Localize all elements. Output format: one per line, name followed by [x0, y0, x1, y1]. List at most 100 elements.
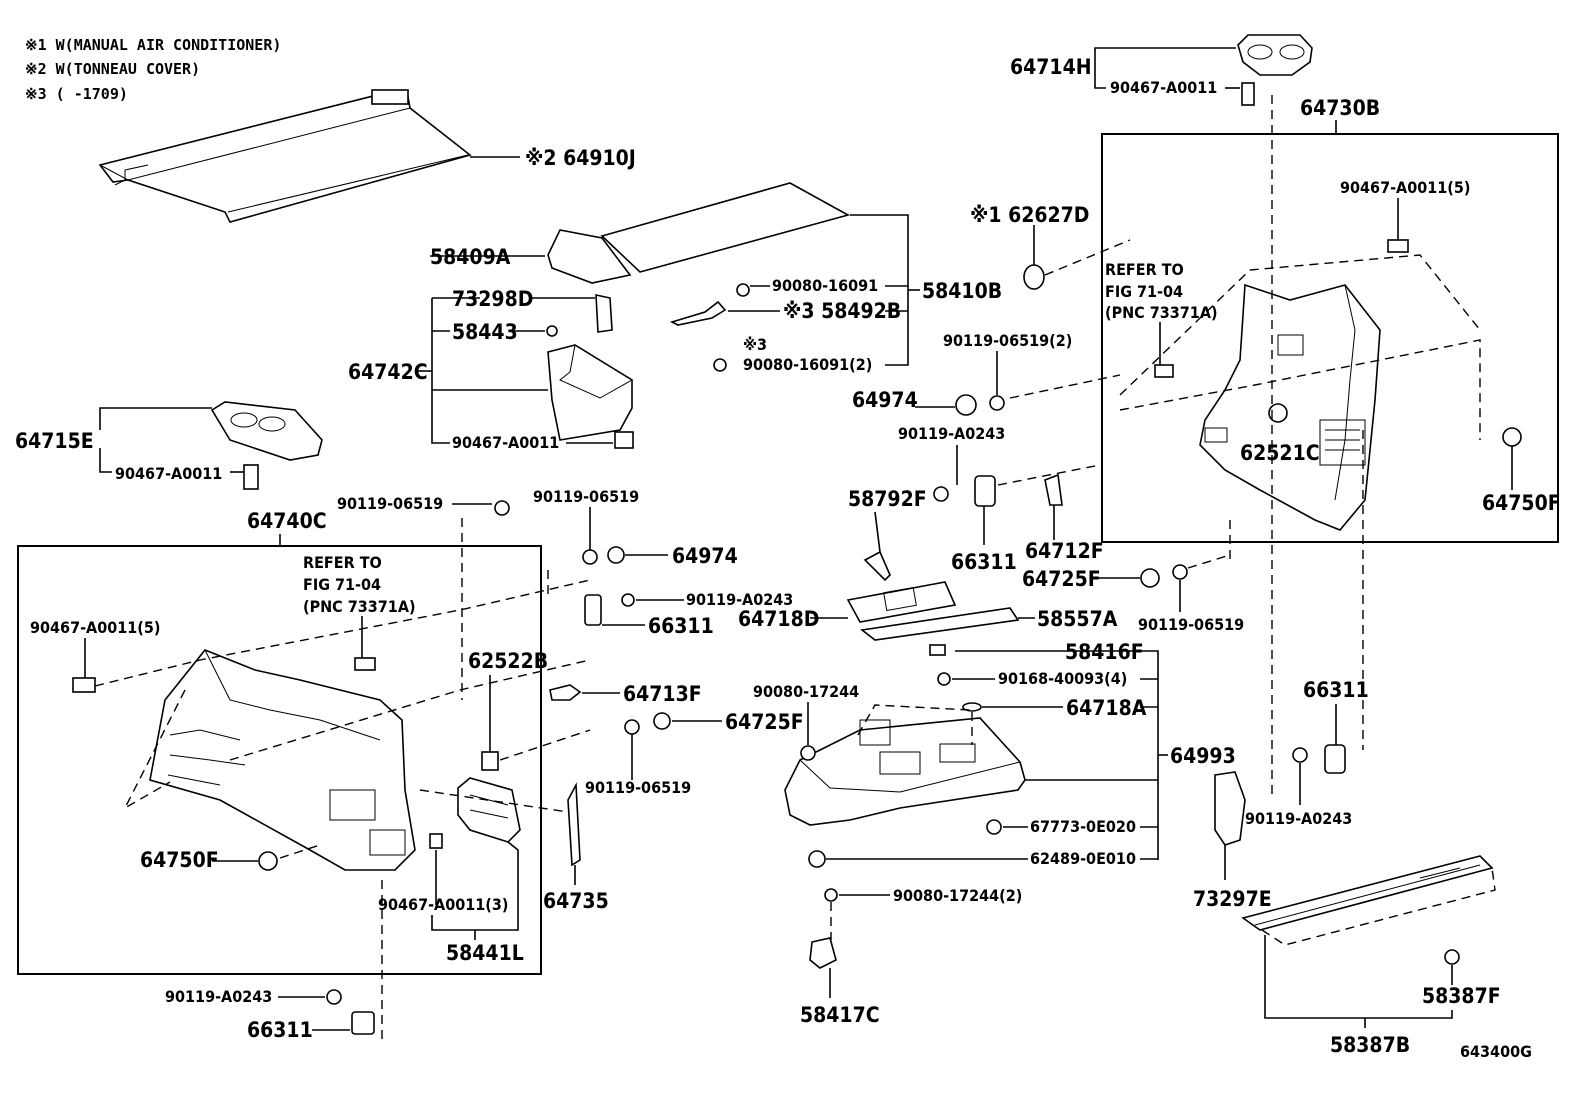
part-90119-A0243-a[interactable]: 90119-A0243	[898, 424, 1005, 443]
part-90168[interactable]: 90168-40093(4)	[998, 669, 1127, 688]
clip-62489-icon	[808, 850, 826, 868]
deck-board-drawing	[547, 182, 851, 284]
tonneau-cover-drawing	[98, 89, 472, 223]
cover-66311-icon	[351, 1011, 375, 1035]
part-64714H[interactable]: 64714H	[1010, 55, 1092, 79]
part-64713F[interactable]: 64713F	[623, 682, 702, 706]
part-67773[interactable]: 67773-0E020	[1030, 817, 1136, 836]
part-90467-5-right[interactable]: 90467-A0011(5)	[1340, 178, 1470, 197]
bolt-icon	[326, 989, 342, 1005]
part-64974-a[interactable]: 64974	[852, 388, 918, 412]
part-64718D[interactable]: 64718D	[738, 607, 819, 631]
part-90080-16091[interactable]: 90080-16091	[772, 276, 878, 295]
part-58443[interactable]: 58443	[452, 320, 518, 344]
frame-64730B	[1101, 133, 1559, 543]
part-90467-c[interactable]: 90467-A0011	[115, 464, 222, 483]
part-90119-06519-c[interactable]: 90119-06519	[1138, 615, 1244, 634]
cap-64718A-icon	[962, 702, 982, 712]
part-58417C[interactable]: 58417C	[800, 1003, 880, 1027]
clip-64750F-right-icon	[1502, 427, 1522, 447]
clip-icon	[1387, 239, 1409, 253]
part-64712F[interactable]: 64712F	[1025, 539, 1104, 563]
clip-62522B-icon	[481, 751, 499, 771]
figure-code: 643400G	[1460, 1042, 1532, 1061]
refer-left-line2: FIG 71-04	[303, 575, 381, 594]
part-73297E[interactable]: 73297E	[1193, 887, 1272, 911]
part-62521C[interactable]: 62521C	[1240, 441, 1320, 465]
clip-64725F-icon	[1140, 568, 1160, 588]
part-58409A[interactable]: 58409A	[430, 245, 511, 269]
part-58387B[interactable]: 58387B	[1330, 1033, 1410, 1057]
part-64993[interactable]: 64993	[1170, 744, 1236, 768]
cap-62627D-icon	[1023, 264, 1045, 290]
part-90119-A0243-d[interactable]: 90119-A0243	[165, 987, 272, 1006]
bracket-58441L	[431, 841, 519, 931]
part-58792F[interactable]: 58792F	[848, 487, 927, 511]
part-64750F-right[interactable]: 64750F	[1482, 491, 1561, 515]
part-90467-3[interactable]: 90467-A0011(3)	[378, 895, 508, 914]
part-66311-c[interactable]: 66311	[1303, 678, 1369, 702]
part-64740C[interactable]: 64740C	[247, 509, 327, 533]
trim-panel-64730B-drawing	[1199, 283, 1381, 531]
clip-64974-icon	[607, 546, 625, 564]
part-64750F-left[interactable]: 64750F	[140, 848, 219, 872]
part-90467-a[interactable]: 90467-A0011	[1110, 78, 1217, 97]
bracket-64714H	[1094, 47, 1236, 66]
part-90467-5-left[interactable]: 90467-A0011(5)	[30, 618, 160, 637]
clip-58387F-icon	[1444, 949, 1460, 965]
part-73298D[interactable]: 73298D	[452, 287, 533, 311]
refer-right-line1: REFER TO	[1105, 260, 1184, 279]
part-64715E[interactable]: 64715E	[15, 429, 94, 453]
part-64718A[interactable]: 64718A	[1066, 696, 1147, 720]
bolt-icon	[713, 358, 727, 372]
nut-icon	[800, 745, 816, 761]
part-64725F-a[interactable]: 64725F	[1022, 567, 1101, 591]
part-66311-b[interactable]: 66311	[648, 614, 714, 638]
part-58416F[interactable]: 58416F	[1065, 640, 1144, 664]
part-58557A[interactable]: 58557A	[1037, 607, 1118, 631]
part-90119-A0243-c[interactable]: 90119-A0243	[1245, 809, 1352, 828]
trim-64735-icon	[567, 782, 581, 867]
cover-66311-icon	[584, 594, 602, 626]
note-tonneau-cover: ※2 W(TONNEAU COVER)	[25, 60, 200, 78]
part-64910J[interactable]: ※2 64910J	[525, 146, 636, 170]
part-90119-06519-2[interactable]: 90119-06519(2)	[943, 331, 1072, 350]
bolt-icon	[937, 672, 951, 686]
part-58441L[interactable]: 58441L	[446, 941, 524, 965]
bolt-icon	[621, 593, 635, 607]
part-90467-b[interactable]: 90467-A0011	[452, 433, 559, 452]
part-58492B[interactable]: ※3 58492B	[783, 299, 901, 323]
part-90080-16091-2[interactable]: 90080-16091(2)	[743, 355, 872, 374]
part-62489[interactable]: 62489-0E010	[1030, 849, 1136, 868]
hook-58492B-icon	[669, 300, 727, 326]
bolt-icon	[989, 395, 1005, 411]
part-64735[interactable]: 64735	[543, 889, 609, 913]
part-58410B[interactable]: 58410B	[922, 279, 1002, 303]
part-90119-06519-d[interactable]: 90119-06519	[585, 778, 691, 797]
clip-64725F-icon	[653, 712, 671, 730]
part-64742C[interactable]: 64742C	[348, 360, 428, 384]
part-64730B[interactable]: 64730B	[1300, 96, 1380, 120]
part-62627D[interactable]: ※1 62627D	[970, 203, 1090, 227]
part-64725F-b[interactable]: 64725F	[725, 710, 804, 734]
bracket-58441L-drawing	[429, 777, 521, 849]
frame-64740C	[17, 545, 542, 975]
part-66311-a[interactable]: 66311	[951, 550, 1017, 574]
clip-64750F-left-icon	[258, 851, 278, 871]
trim-73297E-icon	[1214, 771, 1246, 846]
part-90119-06519-a[interactable]: 90119-06519	[337, 494, 443, 513]
trim-panel-64740C-drawing	[149, 649, 416, 871]
bolt-icon	[933, 486, 949, 502]
note-manual-air-conditioner: ※1 W(MANUAL AIR CONDITIONER)	[25, 36, 281, 54]
part-58387F[interactable]: 58387F	[1422, 984, 1501, 1008]
part-66311-d[interactable]: 66311	[247, 1018, 313, 1042]
part-90080-17244-2[interactable]: 90080-17244(2)	[893, 886, 1022, 905]
cup-holder-64715E-drawing	[210, 401, 323, 490]
note-date-range: ※3 ( -1709)	[25, 85, 128, 103]
part-90119-06519-b[interactable]: 90119-06519	[533, 487, 639, 506]
part-90080-17244[interactable]: 90080-17244	[753, 682, 859, 701]
bolt-icon	[986, 819, 1002, 835]
part-62522B[interactable]: 62522B	[468, 649, 548, 673]
part-90119-A0243-b[interactable]: 90119-A0243	[686, 590, 793, 609]
part-64974-b[interactable]: 64974	[672, 544, 738, 568]
